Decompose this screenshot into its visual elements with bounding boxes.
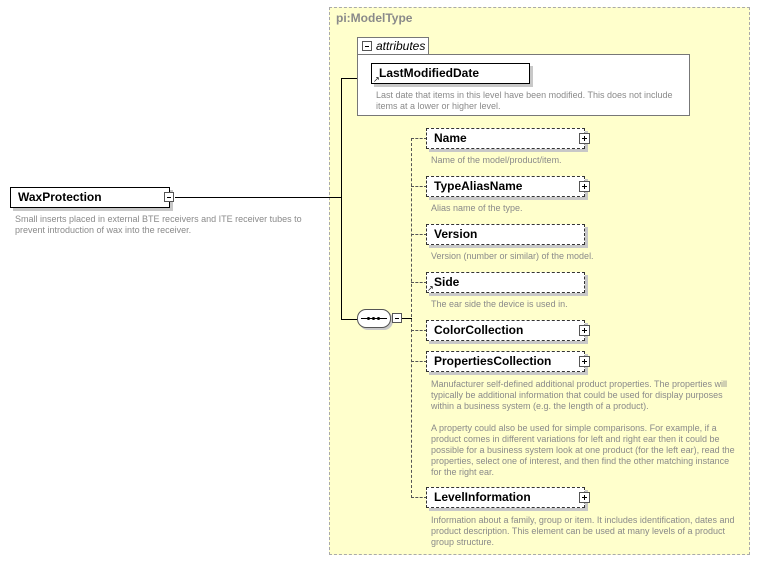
branch-line <box>411 282 427 283</box>
attributes-label: attributes <box>376 39 426 53</box>
root-element-label: WaxProtection <box>18 190 102 204</box>
root-element-description: Small inserts placed in external BTE rec… <box>15 214 302 235</box>
element-label: Version <box>434 227 478 241</box>
connector-line <box>341 78 342 320</box>
branch-line <box>411 330 427 331</box>
element-description: Information about a family, group or ite… <box>431 515 735 547</box>
attribute-label: LastModifiedDate <box>379 66 480 80</box>
element-description: The ear side the device is used in. <box>431 299 568 309</box>
expand-icon[interactable] <box>579 181 590 192</box>
element-version[interactable]: Version <box>426 224 585 245</box>
element-description: Manufacturer self-defined additional pro… <box>431 379 727 411</box>
sequence-dot <box>367 317 370 320</box>
branch-line <box>411 361 427 362</box>
branch-line <box>411 138 427 139</box>
connector-line <box>402 318 412 319</box>
element-name[interactable]: Name <box>426 128 585 149</box>
connector-line <box>175 197 342 198</box>
element-label: PropertiesCollection <box>434 354 552 368</box>
model-type-title: pi:ModelType <box>336 11 413 25</box>
reference-arrow-icon: ↗ <box>427 284 434 293</box>
sequence-spine <box>411 138 412 498</box>
element-label: Side <box>434 275 460 289</box>
element-side[interactable]: Side <box>426 272 585 293</box>
collapse-icon[interactable] <box>362 41 372 51</box>
attribute-lastmodifieddate[interactable]: LastModifiedDate <box>371 63 530 84</box>
branch-line <box>411 186 427 187</box>
reference-arrow-icon: ↗ <box>373 75 380 84</box>
element-label: ColorCollection <box>434 323 524 337</box>
element-typealiasname[interactable]: TypeAliasName <box>426 176 585 197</box>
element-description: Version (number or similar) of the model… <box>431 251 594 261</box>
collapse-icon[interactable] <box>164 192 174 202</box>
sequence-dot <box>372 317 375 320</box>
attribute-description: Last date that items in this level have … <box>376 90 673 111</box>
element-colorcollection[interactable]: ColorCollection <box>426 320 585 341</box>
sequence-dot <box>377 317 380 320</box>
branch-line <box>411 234 427 235</box>
element-label: Name <box>434 131 467 145</box>
expand-icon[interactable] <box>579 325 590 336</box>
branch-line <box>411 497 427 498</box>
element-description: Alias name of the type. <box>431 203 523 213</box>
expand-icon[interactable] <box>579 133 590 144</box>
element-label: TypeAliasName <box>434 179 523 193</box>
connector-line <box>341 319 358 320</box>
attributes-tab <box>357 37 429 55</box>
collapse-icon[interactable] <box>392 313 402 323</box>
root-element-waxprotection[interactable]: WaxProtection <box>10 187 170 208</box>
element-description: Name of the model/product/item. <box>431 155 562 165</box>
expand-icon[interactable] <box>579 492 590 503</box>
element-propertiescollection[interactable]: PropertiesCollection <box>426 351 585 372</box>
element-description-continued: A property could also be used for simple… <box>431 423 735 477</box>
element-label: LevelInformation <box>434 490 531 504</box>
element-levelinformation[interactable]: LevelInformation <box>426 487 585 508</box>
sequence-compositor-icon[interactable] <box>357 309 391 328</box>
expand-icon[interactable] <box>579 356 590 367</box>
